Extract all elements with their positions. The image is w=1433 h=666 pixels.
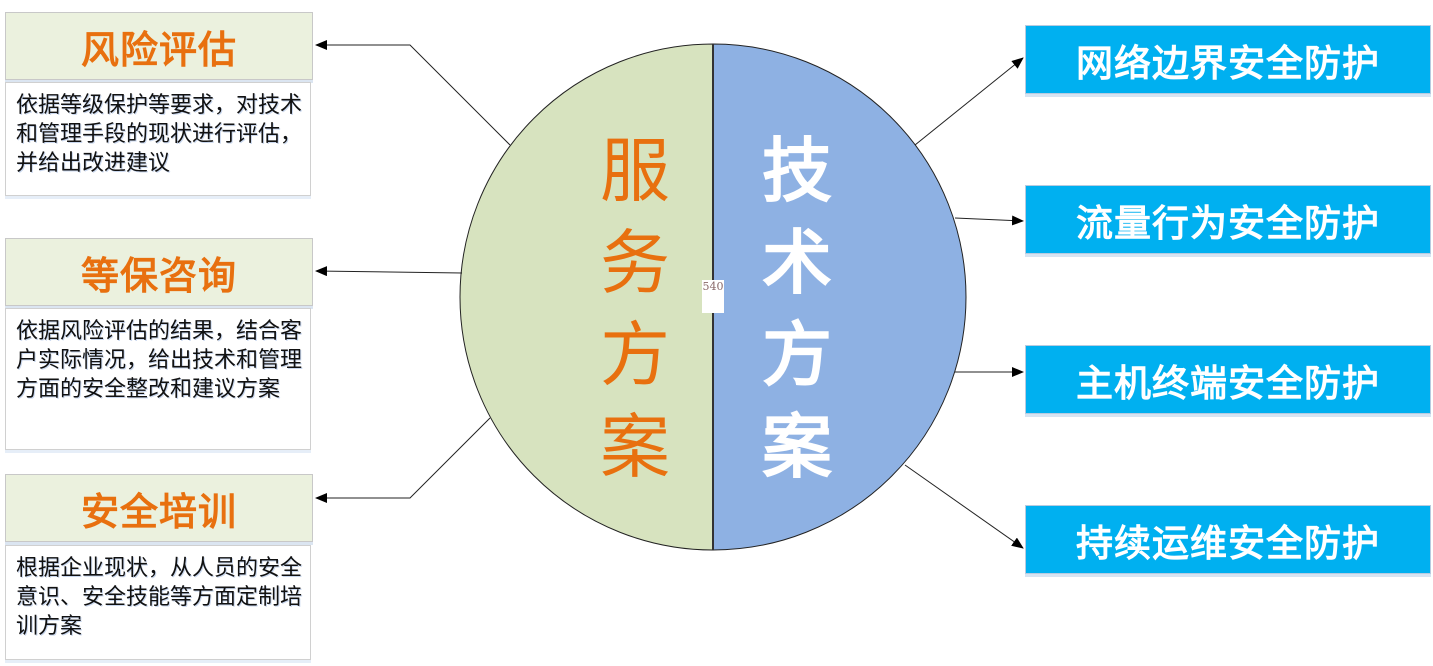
arrow-ops	[904, 464, 1024, 549]
risk-assessment-header: 风险评估	[5, 12, 313, 80]
arrow-consult	[315, 266, 463, 277]
risk-assessment-description: 依据等级保护等要求，对技术和管理手段的现状进行评估，并给出改进建议	[5, 82, 311, 196]
center-marker: 540	[702, 280, 724, 313]
circle-left-half	[459, 43, 714, 551]
host-terminal-box: 主机终端安全防护	[1025, 345, 1431, 414]
circle-right-half	[712, 43, 967, 551]
arrow-network	[914, 57, 1024, 146]
compliance-consulting-header: 等保咨询	[5, 238, 313, 306]
compliance-consulting-description: 依据风险评估的结果，结合客户实际情况，给出技术和管理方面的安全整改和建议方案	[5, 308, 311, 450]
security-training-description: 根据企业现状，从人员的安全意识、安全技能等方面定制培训方案	[5, 545, 311, 660]
tech-plan-label: 技术方案	[762, 130, 832, 488]
continuous-ops-box: 持续运维安全防护	[1025, 505, 1431, 574]
service-plan-label: 服务方案	[600, 130, 670, 488]
arrow-traffic	[954, 215, 1024, 226]
traffic-behavior-box: 流量行为安全防护	[1025, 185, 1431, 254]
arrow-training	[315, 417, 491, 503]
network-boundary-box: 网络边界安全防护	[1025, 25, 1431, 94]
security-training-header: 安全培训	[5, 474, 313, 542]
arrow-risk	[315, 40, 511, 146]
